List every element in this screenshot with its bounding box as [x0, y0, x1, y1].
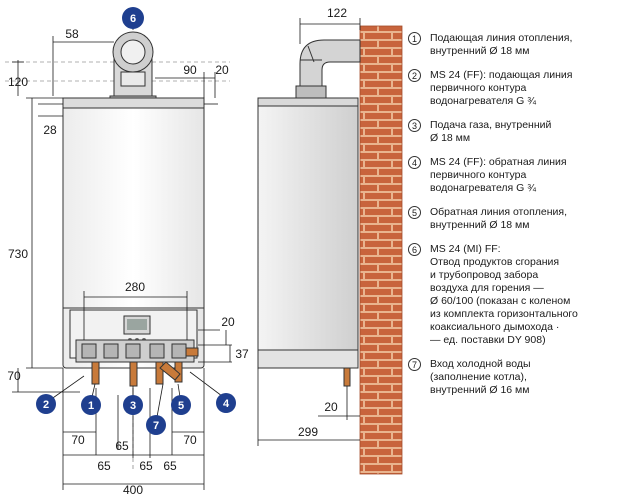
- dim-bottom-width: 280: [125, 280, 145, 294]
- badge-3: 3: [123, 395, 143, 415]
- legend-text-line: первичного контура: [430, 169, 527, 181]
- legend-item-1: 1 Подающая линия отопления,внутренний Ø 1…: [408, 32, 614, 58]
- flue-elbow: [109, 31, 157, 103]
- dim-pipe-65-a: 65: [115, 439, 129, 453]
- dim-height: 730: [8, 247, 28, 261]
- dim-depth: 299: [298, 425, 318, 439]
- dim-pipe-70-right: 70: [183, 433, 197, 447]
- legend-text-line: внутренний Ø 16 мм: [430, 384, 530, 396]
- badge-circle: [146, 415, 166, 435]
- dim-side-bottom-20: 20: [324, 400, 338, 414]
- badge-circle: [36, 394, 56, 414]
- dim-top: 120: [8, 75, 28, 89]
- badge-label: 3: [130, 400, 136, 412]
- badge-6: 6: [122, 7, 144, 29]
- dim-pipe-70-left: 70: [71, 433, 85, 447]
- dim-pipe-65-d: 65: [163, 459, 177, 473]
- legend-text-line: Подача газа, внутренний: [430, 119, 552, 131]
- legend-number: 2: [408, 69, 421, 82]
- display-lcd: [127, 319, 147, 330]
- badge-circle: [122, 7, 144, 29]
- dim-top-depth: 122: [327, 6, 347, 20]
- badge-5: 5: [171, 395, 191, 415]
- legend-text-line: MS 24 (MI) FF:: [430, 243, 501, 255]
- case-top-strip: [62, 97, 205, 109]
- badge-4: 4: [216, 393, 236, 413]
- legend-text-line: — ед. поставки DY 908): [430, 334, 546, 346]
- front-view: 58 120 90 20 28 730 280 20 37 70 70 65 6…: [5, 7, 249, 497]
- badge-1: 1: [81, 395, 101, 415]
- dim-side-37: 37: [235, 347, 249, 361]
- legend-text-line: и трубопровод забора: [430, 269, 539, 281]
- badge-label: 5: [178, 400, 184, 412]
- dim-right-offset: 90: [183, 63, 197, 77]
- dim-pipe-65-c: 65: [139, 459, 153, 473]
- legend-text-line: воздуха для горения —: [430, 282, 544, 294]
- legend-number: 7: [408, 358, 421, 371]
- legend-number: 6: [408, 243, 421, 256]
- dim-flue-offset: 58: [65, 27, 79, 41]
- legend-text-line: водонагревателя G ¾: [430, 182, 537, 194]
- legend-text-line: Ø 18 мм: [430, 132, 471, 144]
- badge-label: 2: [43, 399, 49, 411]
- legend-text-line: Отвод продуктов сгорания: [430, 256, 560, 268]
- legend-item-7: 7 Вход холодной воды(заполнение котла),вн…: [408, 358, 614, 397]
- dim-total-width: 400: [123, 483, 143, 497]
- legend-text-line: из комплекта горизонтального: [430, 308, 578, 320]
- side-pipe: [343, 367, 351, 387]
- dim-bottom-70: 70: [7, 369, 21, 383]
- side-dimension-lines: [257, 18, 361, 446]
- badge-label: 4: [223, 398, 230, 410]
- boiler-side-bottom: [257, 349, 359, 369]
- badge-2: 2: [36, 394, 56, 414]
- badge-7: 7: [146, 415, 166, 435]
- legend-text-line: коаксиального дымохода ·: [430, 321, 560, 333]
- hydraulic-block: [75, 339, 195, 363]
- legend-text-line: Вход холодной воды: [430, 358, 531, 370]
- legend-text-line: Подающая линия отопления,: [430, 32, 573, 44]
- legend-number: 5: [408, 206, 421, 219]
- dim-pipe-65-b: 65: [97, 459, 111, 473]
- boiler-side-body: [257, 97, 359, 369]
- legend-text-line: Обратная линия отопления,: [430, 206, 567, 218]
- legend-text-line: (заполнение котла),: [430, 371, 527, 383]
- side-view: 122 20 299: [257, 6, 403, 475]
- legend-text-line: MS 24 (FF): обратная линия: [430, 156, 567, 168]
- badge-circle: [171, 395, 191, 415]
- badge-label: 7: [153, 420, 159, 432]
- brick-wall: [359, 25, 403, 475]
- badge-circle: [81, 395, 101, 415]
- badge-label: 1: [88, 400, 94, 412]
- boiler-side-top: [257, 97, 359, 107]
- legend-text-line: Ø 60/100 (показан с коленом: [430, 295, 571, 307]
- front-dimension-lines: [12, 36, 232, 490]
- legend-text-line: MS 24 (FF): подающая линия: [430, 69, 573, 81]
- legend-text-line: внутренний Ø 18 мм: [430, 45, 530, 57]
- legend-item-5: 5 Обратная линия отопления,внутренний Ø 1…: [408, 206, 614, 232]
- dim-right-edge: 20: [215, 63, 229, 77]
- badge-circle: [123, 395, 143, 415]
- legend-number: 1: [408, 32, 421, 45]
- dim-bracket: 28: [43, 123, 57, 137]
- badge-label: 6: [130, 13, 136, 25]
- legend-number: 3: [408, 119, 421, 132]
- legend-text-line: первичного контура: [430, 82, 527, 94]
- legend-number: 4: [408, 156, 421, 169]
- legend-text-line: внутренний Ø 18 мм: [430, 219, 530, 231]
- legend-text-line: водонагревателя G ¾: [430, 95, 537, 107]
- dim-side-20: 20: [221, 315, 235, 329]
- connection-pipes: [91, 347, 199, 387]
- flue-elbow-side: [295, 39, 361, 99]
- badge-circle: [216, 393, 236, 413]
